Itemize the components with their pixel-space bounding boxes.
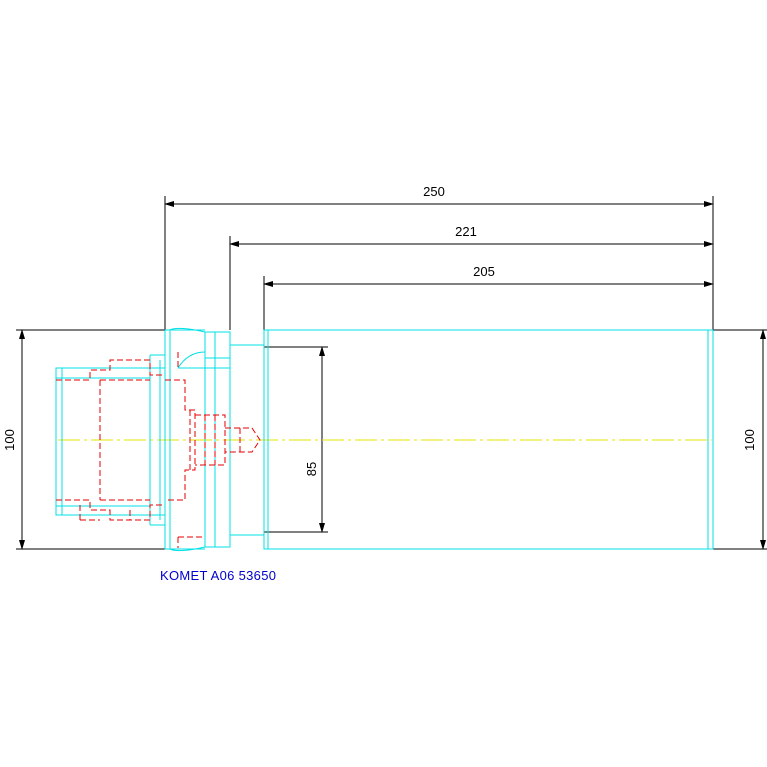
dim-text-250: 250 xyxy=(423,184,445,199)
part-outline xyxy=(55,327,714,552)
dim-text-85: 85 xyxy=(304,462,319,476)
dim-text-221: 221 xyxy=(455,224,477,239)
hidden-lines xyxy=(56,352,261,548)
dim-text-205: 205 xyxy=(473,264,495,279)
dim-text-100-left: 100 xyxy=(2,429,17,451)
dim-text-100-right: 100 xyxy=(742,429,757,451)
part-label: KOMET A06 53650 xyxy=(160,568,277,583)
dimension-lines xyxy=(16,196,767,550)
